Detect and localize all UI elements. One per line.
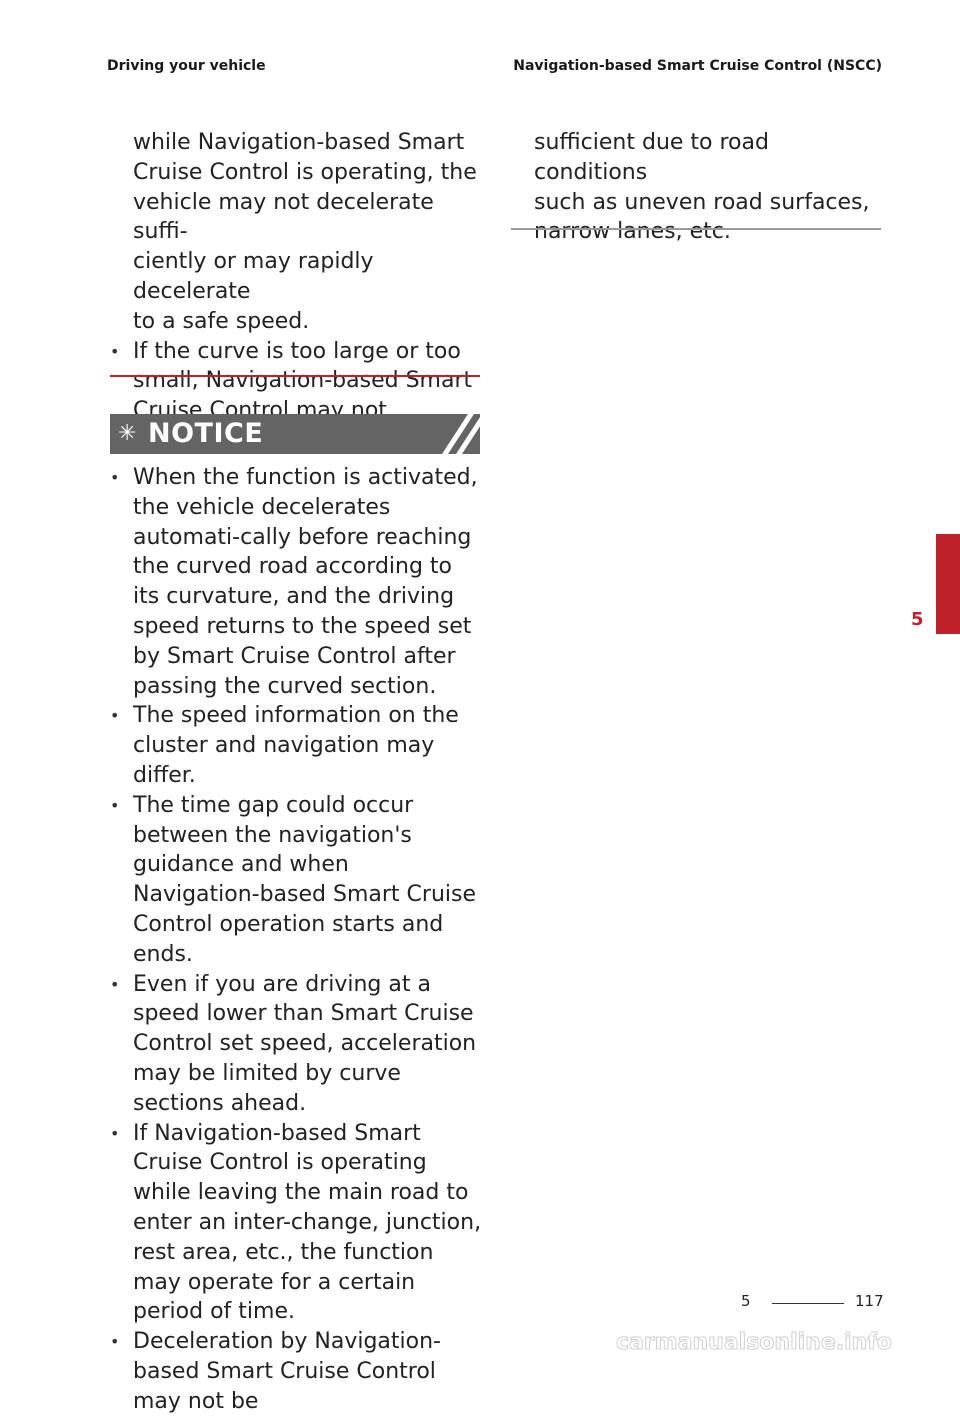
watermark-logo: carmanualsonline.info: [616, 1330, 893, 1356]
section-end-rule: [511, 228, 881, 230]
list-item: When the function is activated, the vehi…: [106, 463, 482, 701]
list-item: The time gap could occur between the nav…: [106, 791, 482, 970]
right-column: sufficient due to road conditions such a…: [534, 128, 884, 247]
notice-list: When the function is activated, the vehi…: [106, 463, 482, 1417]
chapter-tab-number: 5: [911, 609, 924, 630]
list-item: Even if you are driving at a speed lower…: [106, 970, 482, 1119]
list-item: If Navigation-based Smart Cruise Control…: [106, 1119, 482, 1328]
watermark-text: carmanualsonline.info: [616, 1330, 892, 1355]
section-divider: [110, 375, 480, 377]
notice-banner: ✳ NOTICE: [110, 414, 480, 454]
footer-page-number: 117: [855, 1292, 884, 1310]
list-item: Deceleration by Navigation-based Smart C…: [106, 1327, 482, 1416]
list-item: The speed information on the cluster and…: [106, 701, 482, 790]
continued-bullet-text: while Navigation-based Smart Cruise Cont…: [133, 130, 477, 334]
running-header-right: Navigation-based Smart Cruise Control (N…: [513, 58, 882, 74]
footer-divider: [772, 1303, 844, 1304]
footer-chapter-number: 5: [741, 1292, 751, 1310]
running-header-left: Driving your vehicle: [107, 58, 266, 74]
continued-bullet-text: sufficient due to road conditions such a…: [534, 130, 870, 245]
notice-title: NOTICE: [148, 418, 264, 449]
asterisk-icon: ✳: [118, 421, 137, 446]
chapter-tab: [936, 534, 960, 634]
slash-decoration-icon: [442, 414, 480, 454]
left-column: while Navigation-based Smart Cruise Cont…: [106, 128, 482, 456]
